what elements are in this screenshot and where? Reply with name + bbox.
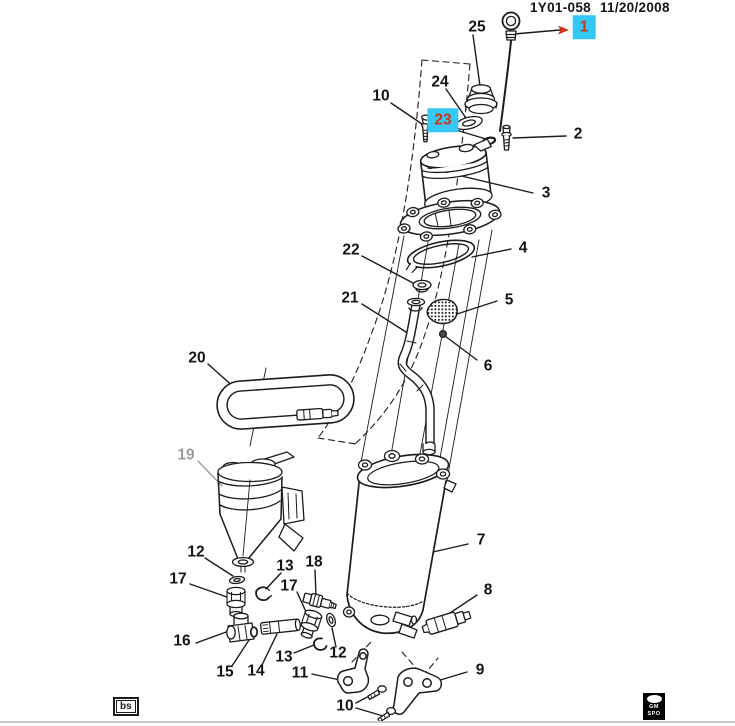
- fitting-part-8: [421, 610, 472, 635]
- part-callout-10[interactable]: 10: [336, 697, 354, 715]
- standpipe-tube-part-21: [397, 297, 435, 448]
- sensor-part-18: [302, 592, 337, 609]
- hose-fitting-part-14: [260, 618, 301, 635]
- bracket-part-11: [336, 648, 370, 694]
- part-callout-17[interactable]: 17: [169, 570, 187, 588]
- filler-cap-part-25: [464, 84, 498, 115]
- part-callout-16[interactable]: 16: [173, 632, 191, 650]
- elbow-part-16: [226, 612, 255, 643]
- part-callout-7[interactable]: 7: [476, 531, 486, 549]
- fitting-part-17-left: [226, 586, 246, 618]
- seal-washer-part-24: [455, 115, 483, 131]
- bolt-part-10-a: [367, 685, 387, 701]
- part-callout-5[interactable]: 5: [504, 291, 514, 309]
- filter-canister-part-7: [342, 449, 457, 639]
- clip-part-13-right: [313, 637, 328, 651]
- logo-text-gm: GM: [649, 704, 659, 710]
- gm-spo-logo: GM SPO: [642, 692, 666, 721]
- drafter-initials: bs: [116, 700, 136, 713]
- grommet-part-22: [412, 279, 432, 293]
- leader-lines: [189, 29, 567, 717]
- drawing-header: 1Y01-058 11/20/2008: [530, 0, 670, 15]
- fitting-part-17-right: [300, 609, 323, 639]
- adapter-flange: [397, 197, 502, 242]
- drafter-initials-box: bs: [113, 697, 139, 716]
- part-callout-13[interactable]: 13: [276, 557, 294, 575]
- part-callout-10[interactable]: 10: [372, 87, 390, 105]
- part-callout-14[interactable]: 14: [247, 662, 265, 680]
- reservoir-part-19: [217, 451, 305, 573]
- part-callout-17[interactable]: 17: [280, 577, 298, 595]
- tube-seat-boss: [422, 443, 436, 456]
- part-callout-21[interactable]: 21: [341, 289, 359, 307]
- part-callout-23[interactable]: 23: [427, 108, 459, 132]
- part-callout-12[interactable]: 12: [329, 644, 347, 662]
- revision-date: 11/20/2008: [599, 0, 670, 15]
- part-callout-24[interactable]: 24: [431, 73, 449, 91]
- part-callout-6[interactable]: 6: [483, 357, 493, 375]
- part-callout-13[interactable]: 13: [275, 648, 293, 666]
- part-callout-12[interactable]: 12: [187, 543, 205, 561]
- part-callout-25[interactable]: 25: [468, 18, 486, 36]
- gasket-part-4: [405, 239, 476, 273]
- part-callout-4[interactable]: 4: [518, 239, 528, 257]
- part-callout-9[interactable]: 9: [475, 661, 485, 679]
- gm-logo-oval-icon: [646, 695, 662, 703]
- page-edge-divider: [0, 721, 735, 723]
- washer-part-12-right: [326, 612, 336, 628]
- part-callout-19[interactable]: 19: [177, 446, 195, 464]
- screen-part-5: [426, 298, 458, 325]
- part-callout-18[interactable]: 18: [305, 553, 323, 571]
- logo-text-spo: SPO: [647, 711, 661, 717]
- dipstick-part-1: [499, 11, 521, 132]
- part-callout-8[interactable]: 8: [483, 581, 493, 599]
- part-callout-15[interactable]: 15: [216, 663, 234, 681]
- figure-number: 1Y01-058: [530, 0, 591, 15]
- part-callout-11[interactable]: 11: [291, 664, 309, 682]
- stud-fitting-part-2: [501, 124, 512, 151]
- part-callout-20[interactable]: 20: [188, 349, 206, 367]
- plug-part-6: [438, 329, 448, 339]
- clip-part-13-left: [255, 586, 273, 601]
- part-callout-3[interactable]: 3: [541, 184, 551, 202]
- washer-part-12-left: [228, 575, 246, 585]
- canister-outlets: [342, 606, 418, 639]
- part-callout-1[interactable]: 1: [572, 15, 596, 39]
- part-callout-2[interactable]: 2: [573, 125, 583, 143]
- hose-part-20: [216, 374, 355, 430]
- hose-clamp: [296, 407, 339, 421]
- selection-arrowhead: [558, 25, 569, 35]
- bracket-part-9: [392, 667, 443, 715]
- projection-lines: [249, 229, 493, 481]
- seal-ring-part-15: [249, 626, 259, 638]
- part-callout-22[interactable]: 22: [342, 241, 360, 259]
